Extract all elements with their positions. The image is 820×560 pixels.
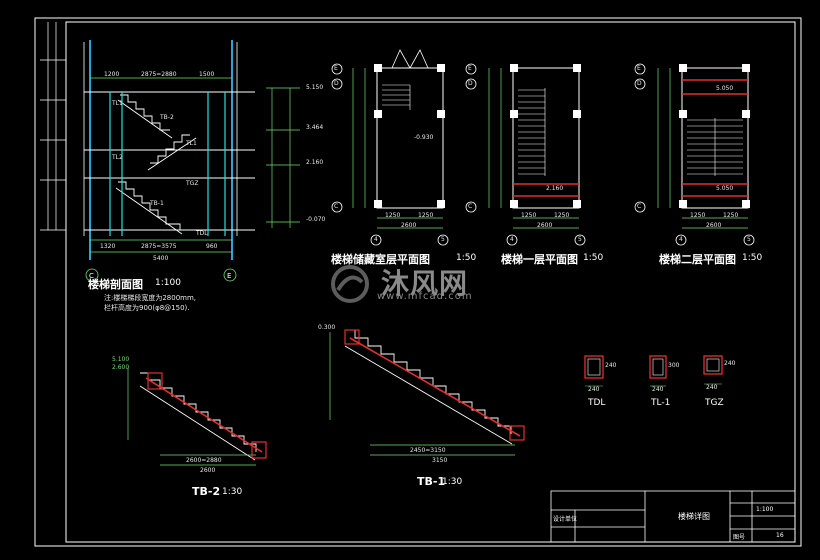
watermark-url: www.mfcad.com [377, 291, 473, 302]
section-label-tl2: TL2 [112, 154, 123, 161]
elevation-1: 5.150 [306, 84, 324, 91]
plan-first-title: 楼梯一层平面图 [501, 253, 578, 266]
plan-first-axis-5: 5 [578, 236, 582, 243]
plan-second-axis-5: 5 [747, 236, 751, 243]
tb2-title: TB-2 [192, 485, 221, 498]
tb1-elev: 0.300 [318, 324, 336, 331]
plan-first-elev: 2.160 [546, 185, 564, 192]
title-block-design-label: 设计单位 [553, 516, 578, 523]
section-note-line1: 注:楼梯梯段宽度为2800mm, [104, 294, 197, 302]
section-tgz-dim: 240 [706, 384, 718, 391]
section-tdl-dim: 240 [588, 386, 600, 393]
elevation-2: 3.464 [306, 124, 324, 131]
section-tgz-height: 240 [724, 360, 736, 367]
plan-basement-scale: 1:50 [456, 253, 477, 263]
plan-second-elev-bot: 5.050 [716, 185, 734, 192]
section-label-tb1: TB-1 [150, 200, 164, 207]
plan-basement-dim-2: 1250 [418, 212, 434, 219]
title-block-sheet-label: 图号 [733, 534, 746, 541]
section-tdl-height: 240 [605, 362, 617, 369]
outer-frame [34, 17, 802, 547]
tb1-detail [329, 329, 525, 456]
plan-second-dim-1: 1250 [690, 212, 706, 219]
plan-second-title: 楼梯二层平面图 [659, 253, 736, 266]
section-note-line2: 栏杆高度为900(φ8@150). [104, 304, 190, 312]
plan-basement-dim-3: 2600 [401, 222, 417, 229]
section-bottom-dim-1: 1320 [100, 243, 116, 250]
plan-first-dim-3: 2600 [537, 222, 553, 229]
svg-text:C: C [89, 272, 94, 280]
plan-first-axis-c: C [468, 203, 473, 210]
plan-basement-elev: -0.930 [414, 134, 434, 141]
title-block [550, 490, 796, 543]
plan-first-axis-d: D [468, 80, 473, 87]
stair-section-view: C E [83, 40, 300, 282]
plan-second-dim-2: 1250 [723, 212, 739, 219]
tb1-title: TB-1 [417, 475, 446, 488]
watermark-logo-icon [331, 265, 369, 303]
svg-text:E: E [227, 272, 231, 280]
tb2-dim-2: 2600=2880 [186, 457, 222, 464]
plan-second-axis-e: E [637, 65, 641, 72]
section-label-tl1-b: TL1 [186, 140, 197, 147]
tb1-scale: 1:30 [442, 477, 463, 487]
section-label-tb2: TB-2 [160, 114, 174, 121]
section-tdl-title: TDL [588, 398, 606, 408]
section-top-dim-2: 2875=2880 [141, 71, 177, 78]
plan-second-axis-d: D [637, 80, 642, 87]
section-tl1-title: TL-1 [651, 398, 671, 408]
tb2-detail [127, 368, 267, 466]
plan-basement-title: 楼梯储藏室层平面图 [331, 253, 430, 266]
plan-basement-dim-1: 1250 [385, 212, 401, 219]
tb2-elev-top: 5.100 [112, 356, 130, 363]
plan-first-dim-2: 1250 [554, 212, 570, 219]
plan-second-scale: 1:50 [742, 253, 763, 263]
plan-first-floor [465, 63, 586, 246]
elevation-4: -0.070 [306, 216, 326, 223]
section-tl1-dim: 240 [652, 386, 664, 393]
inner-frame [65, 21, 796, 543]
section-label-tgz: TGZ [186, 180, 199, 187]
plan-first-scale: 1:50 [583, 253, 604, 263]
elevation-3: 2.160 [306, 159, 324, 166]
plan-second-dim-3: 2600 [706, 222, 722, 229]
plan-first-axis-4: 4 [510, 236, 514, 243]
section-tgz-title: TGZ [705, 398, 724, 408]
section-view-title: 楼梯剖面图 [88, 278, 143, 291]
plan-basement-axis-e: E [334, 65, 338, 72]
plan-first-axis-e: E [468, 65, 472, 72]
tb2-scale: 1:30 [222, 487, 243, 497]
watermark-brand: 沐风网 [381, 267, 469, 300]
plan-first-dim-1: 1250 [521, 212, 537, 219]
title-block-sheet-value: 16 [776, 532, 784, 539]
section-total-dim: 5400 [153, 255, 169, 262]
tb1-dim-1: 2450=3150 [410, 447, 446, 454]
section-bottom-dim-3: 960 [206, 243, 218, 250]
plan-basement-axis-c: C [334, 203, 339, 210]
title-block-drawing-name: 楼梯详图 [678, 512, 710, 521]
plan-basement-axis-d: D [334, 80, 339, 87]
section-label-tl1: TL1 [112, 100, 123, 107]
section-tl1-height: 300 [668, 362, 680, 369]
plan-second-floor [634, 63, 755, 246]
tb2-dim-1: 2600 [200, 467, 216, 474]
plan-basement-axis-5: 5 [441, 236, 445, 243]
binding-strip [40, 22, 66, 231]
tb2-elev-2: 2.600 [112, 364, 130, 371]
section-top-dim-1: 1200 [104, 71, 120, 78]
tb1-dim-2: 3150 [432, 457, 448, 464]
section-top-dim-3: 1500 [199, 71, 215, 78]
title-block-scale: 1:100 [756, 506, 774, 513]
section-bottom-dim-2: 2875=3575 [141, 243, 177, 250]
section-details [584, 355, 723, 387]
plan-basement-axis-4: 4 [374, 236, 378, 243]
section-view-scale: 1:100 [155, 278, 181, 288]
plan-second-axis-4: 4 [679, 236, 683, 243]
plan-second-elev-top: 5.050 [716, 85, 734, 92]
plan-basement [331, 49, 449, 246]
section-label-tdl: TDL [196, 230, 208, 237]
plan-second-axis-c: C [637, 203, 642, 210]
